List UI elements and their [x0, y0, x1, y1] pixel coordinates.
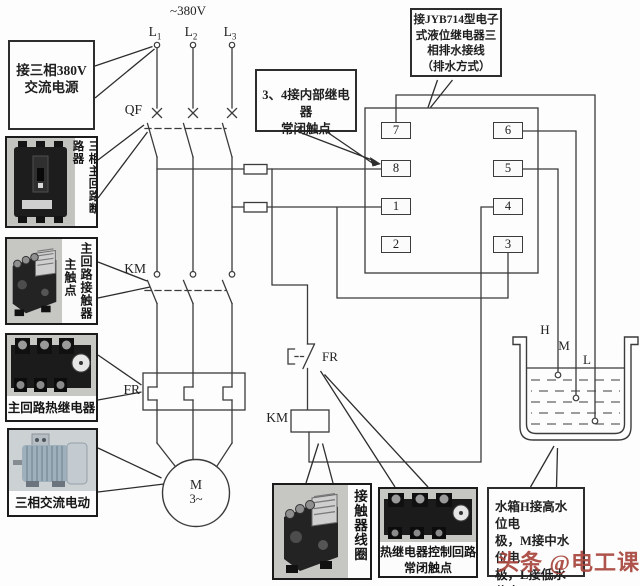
thermal-nc-caption: 热继电器控制回路 常闭触点 [380, 542, 476, 576]
control-branch [271, 168, 316, 411]
relay-terminal-6: 6 [493, 122, 523, 139]
thermal-caption: 主回路热继电器 [7, 396, 96, 420]
electrode-wires [395, 94, 596, 419]
contactor-caption-main: 主回路接触器 [79, 242, 93, 320]
breaker-photo-box: 三相主回路断路器 [5, 136, 98, 228]
motor-illustration [10, 430, 95, 491]
coil-caption: 接触器线圈 [348, 485, 370, 578]
relay-terminal-1: 1 [381, 198, 411, 215]
relay-terminal-4: 4 [493, 198, 523, 215]
phase-lines [151, 46, 238, 119]
thermal-illustration [8, 335, 95, 396]
phase-label-l1: L1 [148, 24, 162, 42]
coil-photo [274, 485, 348, 578]
terminal3-wire [336, 206, 509, 299]
motor-circle [161, 458, 231, 528]
contactor-photo-box: 主回路接触器 主触点 [5, 237, 98, 325]
electrode-l [591, 417, 599, 425]
relay-terminal-3: 3 [493, 236, 523, 253]
callout-internal-relay: 3、4接内部继电器 常闭触点 [255, 69, 357, 136]
thermal-nc-photo [380, 489, 476, 542]
contactor-illustration [7, 243, 62, 319]
callout-tank-note: 水箱H接高水位电 极，M接中水位电 极，L接低水位电 极 [487, 487, 585, 586]
coil-illustration [276, 486, 346, 577]
water-tank [512, 336, 639, 441]
breaker-caption: 三相主回路断路器 [72, 138, 96, 226]
contactor-photo [7, 239, 62, 323]
coil-photo-box: 接触器线圈 [272, 483, 372, 580]
fr-thermal-elements [142, 372, 246, 411]
electrode-l-label: L [583, 352, 591, 367]
phase-label-l2: L2 [184, 24, 198, 42]
motor-photo [9, 430, 96, 491]
fr-control-label: FR [322, 349, 338, 364]
qf-label: QF [124, 102, 142, 117]
voltage-label: ~380V [170, 3, 206, 18]
contactor-captions: 主回路接触器 主触点 [62, 239, 96, 323]
relay-box [364, 107, 539, 274]
electrode-h-label: H [540, 322, 550, 337]
relay-terminal-2: 2 [381, 236, 411, 253]
thermal-photo-box: 主回路热继电器 [5, 333, 98, 422]
km-coil-symbol [290, 206, 494, 463]
watermark: 头条 @电工课堂 [497, 550, 640, 575]
l3-terminal [228, 41, 236, 49]
l1-terminal [153, 41, 161, 49]
breaker-illustration [8, 140, 74, 224]
relay-terminal-5: 5 [493, 160, 523, 177]
electrode-m-label: M [558, 338, 570, 353]
fr-main-label: FR [123, 382, 140, 397]
km-main-label: KM [124, 261, 146, 276]
callout-pointers [94, 45, 559, 493]
l2-terminal [189, 41, 197, 49]
thermal-photo [7, 335, 96, 396]
contactor-caption-sub: 主触点 [63, 258, 77, 297]
arrowhead [370, 157, 381, 167]
km-coil-label: KM [266, 410, 288, 425]
callout-jyb714: 接JYB714型电子 式液位继电器三 相排水接线 （排水方式） [410, 8, 502, 77]
phase-label-l3: L3 [223, 24, 237, 42]
motor-photo-box: 三相交流电动机 [7, 428, 98, 517]
motor-label: M 3~ [189, 477, 203, 506]
qf-breaker-contacts [144, 122, 233, 158]
electrode-h [554, 371, 562, 379]
control-fuses [156, 163, 382, 213]
thermal-nc-photo-box: 热继电器控制回路 常闭触点 [378, 487, 478, 578]
callout-power: 接三相380V 交流电源 [8, 40, 95, 130]
electrode-m [572, 394, 580, 402]
motor-caption: 三相交流电动机 [9, 491, 96, 515]
km-main-contacts [144, 279, 233, 305]
relay-terminal-8: 8 [381, 160, 411, 177]
thermal-nc-illustration [381, 490, 475, 541]
relay-terminal-7: 7 [381, 122, 411, 139]
breaker-photo [7, 138, 75, 226]
